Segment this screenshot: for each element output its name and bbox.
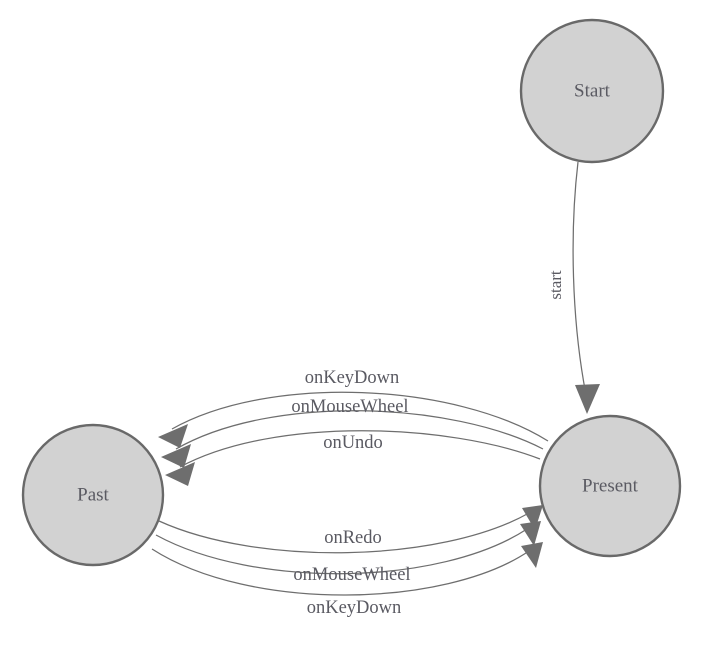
edge-label-keydown-down: onKeyDown xyxy=(307,598,402,618)
edge-label-keydown-up: onKeyDown xyxy=(305,368,400,388)
edge-label-redo: onRedo xyxy=(324,528,382,548)
edge-start-arrowhead xyxy=(575,384,600,414)
node-past-circle xyxy=(21,423,165,567)
edge-keydown-up-path xyxy=(171,391,549,442)
node-present-circle xyxy=(538,414,682,558)
node-present-label: Present xyxy=(582,475,639,496)
node-past-label: Past xyxy=(77,484,109,505)
edge-start-path xyxy=(572,161,588,401)
edge-redo[interactable] xyxy=(158,505,543,554)
edge-undo[interactable] xyxy=(165,430,541,486)
edge-redo-arrowhead xyxy=(522,505,543,530)
edge-label-mousewheel-down: onMouseWheel xyxy=(293,565,410,585)
edge-label-start: start xyxy=(546,270,565,300)
edge-keydown-up-arrowhead xyxy=(158,424,188,448)
node-present[interactable]: Present xyxy=(538,414,682,558)
node-start[interactable]: Start xyxy=(519,18,665,164)
node-start-label: Start xyxy=(574,80,611,101)
node-past[interactable]: Past xyxy=(21,423,165,567)
edge-undo-path xyxy=(179,430,541,468)
edge-start[interactable] xyxy=(572,161,600,414)
edge-mousewheel-up[interactable] xyxy=(161,410,544,468)
node-start-circle xyxy=(519,18,665,164)
edge-label-undo: onUndo xyxy=(323,433,383,453)
edge-undo-arrowhead xyxy=(165,462,195,486)
edge-label-mousewheel-up: onMouseWheel xyxy=(291,397,408,417)
edge-mousewheel-down[interactable] xyxy=(155,521,541,575)
edge-keydown-down-arrowhead xyxy=(521,542,543,568)
edge-mousewheel-up-path xyxy=(175,410,544,450)
edge-redo-path xyxy=(158,512,530,554)
edge-mousewheel-up-arrowhead xyxy=(161,444,191,468)
edge-keydown-down[interactable] xyxy=(151,542,543,596)
edge-mousewheel-down-path xyxy=(155,528,528,575)
edge-keydown-down-path xyxy=(151,548,530,596)
edge-keydown-up[interactable] xyxy=(158,391,549,448)
edge-mousewheel-down-arrowhead xyxy=(520,521,541,546)
